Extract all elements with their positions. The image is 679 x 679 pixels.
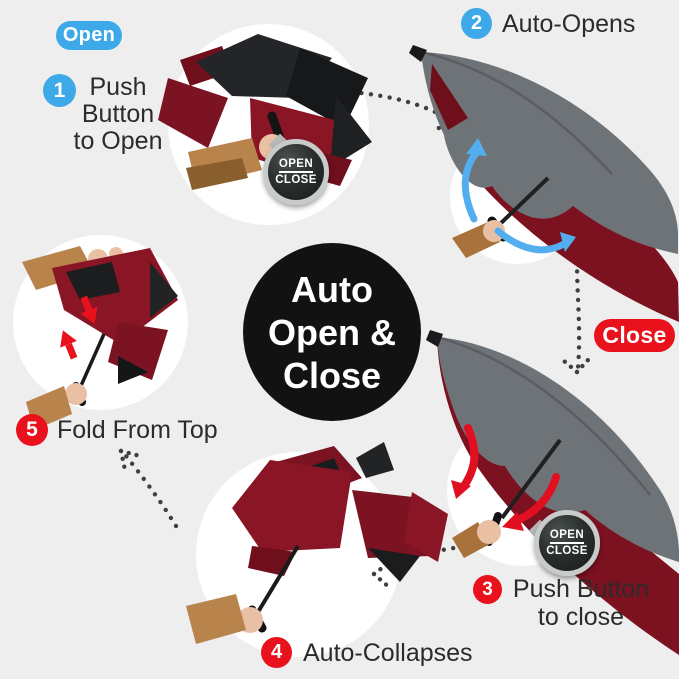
- step-1-label-line2: Button: [81, 100, 155, 128]
- step-1-label-line3: to Open: [73, 127, 163, 155]
- step-3-label: Push Button to close: [508, 575, 654, 631]
- step-4-number: 4: [261, 637, 292, 668]
- step-2-number: 2: [461, 8, 492, 39]
- open-badge: Open: [56, 21, 122, 50]
- center-title-line3: Close: [282, 354, 382, 396]
- open-close-button-divider: [279, 171, 313, 173]
- photo-circle-folded-umbrella: [168, 24, 369, 225]
- close-badge: Close: [594, 319, 675, 352]
- step-5-number: 5: [16, 414, 48, 446]
- step-4-label: Auto-Collapses: [303, 639, 473, 667]
- step-1-label: Push Button to Open: [73, 74, 163, 155]
- dotted-arrow-step2-to-step3: [561, 259, 591, 375]
- open-close-button-divider: [550, 542, 584, 544]
- dotted-arrow-step4-to-step5: [118, 448, 179, 529]
- open-close-button-badge-1: OPEN CLOSE: [263, 139, 329, 205]
- open-close-button-badge-2: OPEN CLOSE: [534, 510, 600, 576]
- photo-circle-collapsing-umbrella: [196, 452, 401, 657]
- open-close-button-bottom-label: CLOSE: [546, 545, 588, 557]
- photo-circle-open-umbrella-handle: [450, 130, 584, 264]
- step-5-label: Fold From Top: [57, 416, 218, 444]
- open-close-button-top-label: OPEN: [278, 158, 314, 170]
- auto-open-close-title-circle: Auto Open & Close: [243, 243, 421, 421]
- step-2-label: Auto-Opens: [502, 10, 636, 38]
- step-1-label-line1: Push: [89, 73, 147, 101]
- center-title-line2: Open &: [267, 311, 396, 353]
- step-3-number: 3: [473, 575, 502, 604]
- step-1-number: 1: [43, 74, 76, 107]
- photo-circle-fold-from-top: [13, 235, 188, 410]
- step-3-label-line1: Push Button: [512, 575, 650, 603]
- open-close-button-bottom-label: CLOSE: [275, 174, 317, 186]
- open-close-button-top-label: OPEN: [549, 529, 585, 541]
- center-title-line1: Auto: [291, 268, 373, 310]
- step-3-label-line2: to close: [537, 603, 625, 631]
